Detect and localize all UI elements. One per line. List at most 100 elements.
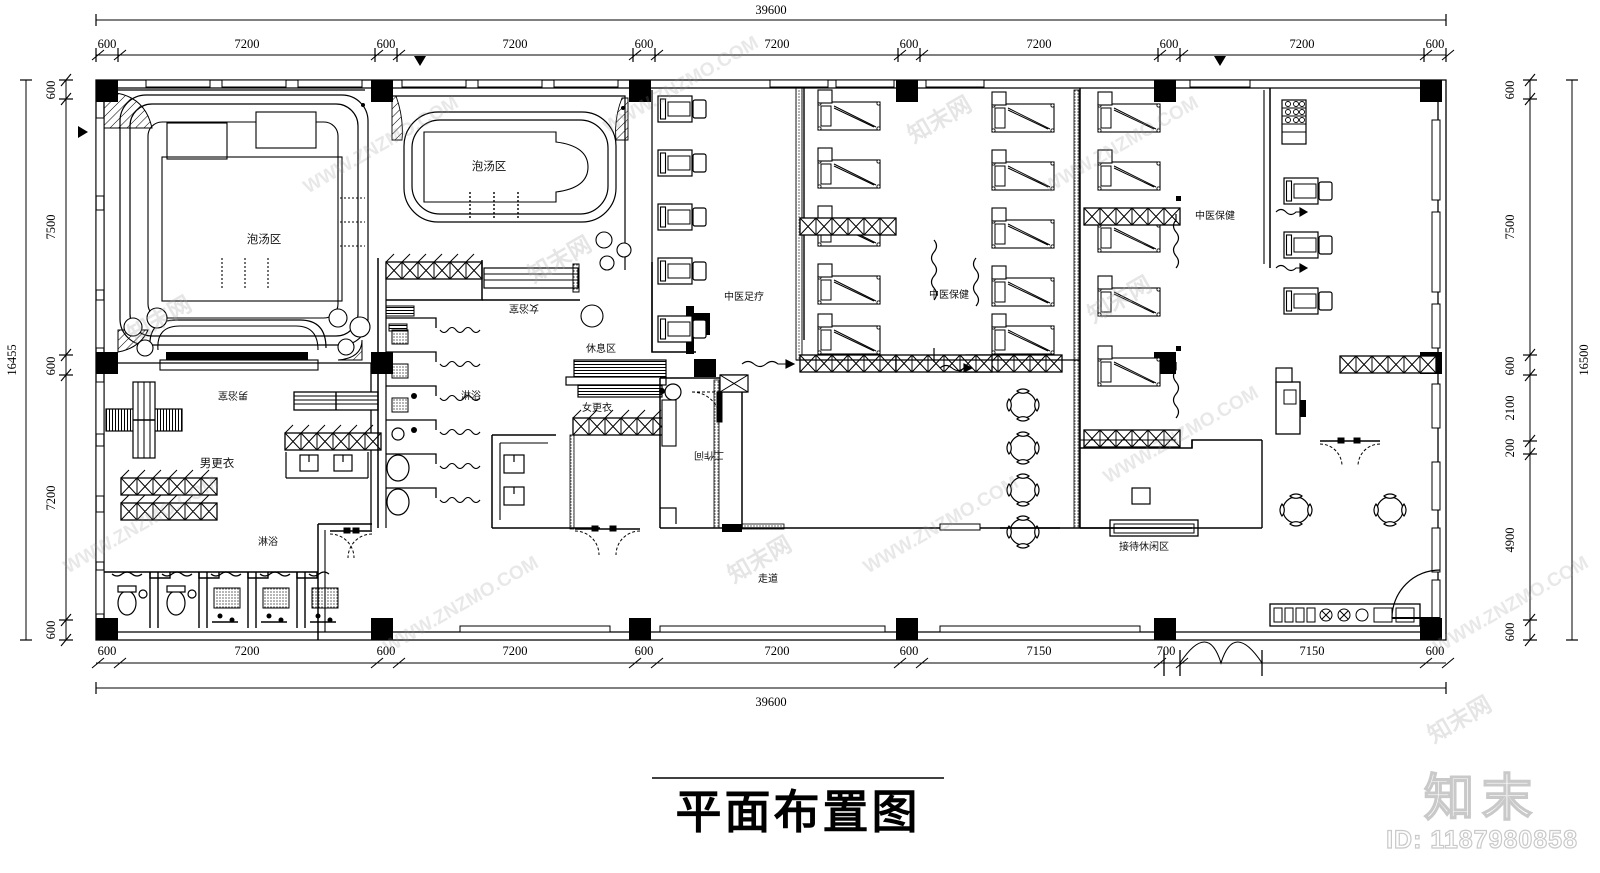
curtain-track-right [1172,214,1180,419]
room-label-tcm-foot: 中医足疗 [724,290,764,303]
dim-bottom-4: 600 [635,644,654,658]
room-label-soak-2: 泡汤区 [472,159,507,173]
shower-partition-curtains [439,326,481,504]
dim-left-0: 600 [44,81,58,100]
room-label-shower-1: 淋浴 [461,389,481,402]
zone-soak-pool-right [391,95,632,328]
dimension-text-right: 600 7500 600 2100 200 4900 600 16500 [1503,81,1591,642]
door-swing-workroom [691,391,723,423]
partition-dividers [111,571,330,577]
dimension-left-overall [20,79,32,641]
room-label-corridor: 走道 [758,572,778,585]
room-label-women-change: 女更衣 [582,401,612,414]
dimension-text-left: 600 7500 600 7200 600 16455 [5,81,58,640]
dim-top-7: 7200 [1027,37,1052,51]
dim-top-8: 600 [1160,37,1179,51]
dim-left-4: 600 [44,621,58,640]
zone-right-chairs [1263,88,1437,467]
room-label-women-bath: 女浴室 [509,302,539,315]
dim-right-6: 600 [1503,623,1517,642]
dim-bottom-9: 7150 [1300,644,1325,658]
dim-bottom-6: 600 [900,644,919,658]
overall-width-bottom: 39600 [755,695,786,709]
dim-right-0: 600 [1503,81,1517,100]
room-label-reception-lounge: 接待休闲区 [1119,540,1169,553]
dim-bottom-1: 7200 [235,644,260,658]
dimension-top-overall [95,14,1447,26]
drawing-title: 平面布置图 [676,785,921,839]
room-label-men-bath: 男浴室 [218,389,248,402]
dim-top-1: 7200 [235,37,260,51]
dimension-bottom-chain [91,641,1455,676]
dim-top-4: 600 [635,37,654,51]
dim-right-5: 4900 [1503,528,1517,553]
room-labels: 泡汤区 泡汤区 男浴室 男更衣 淋浴 淋浴 女浴室 休息区 女更衣 工作间 中医… [200,159,1235,585]
dimension-bottom-overall [95,682,1447,694]
zone-tcm-beds-right [1073,88,1262,529]
dim-top-5: 7200 [765,37,790,51]
curtain-track [930,239,980,362]
dim-bottom-0: 600 [98,644,117,658]
top-window-band [145,79,1251,88]
room-label-tcm-care-1: 中医保健 [929,288,969,301]
left-window-band [95,117,105,615]
zone-men-bath [104,362,382,530]
right-window-band [1431,119,1441,619]
double-door-swing [329,527,373,559]
dim-bottom-5: 7200 [765,644,790,658]
dimension-text-top: 600 7200 600 7200 600 7200 600 7200 600 … [98,37,1445,51]
dim-bottom-3: 7200 [503,644,528,658]
dimension-left-chain [59,73,88,647]
room-label-workroom: 工作间 [694,449,724,462]
door-swing-women [574,525,641,556]
room-label-rest-area: 休息区 [586,342,616,355]
dim-left-3: 7200 [44,486,58,511]
dim-top-3: 7200 [503,37,528,51]
dimension-right-overall [1566,79,1578,641]
dim-bottom-8: 700 [1157,644,1176,658]
dimension-top-chain [91,48,1455,66]
dimension-text-bottom-overall: 39600 [755,695,786,709]
room-label-soak-1: 泡汤区 [247,232,282,246]
overall-width-top: 39600 [755,3,786,17]
zone-reception-lounge [1006,388,1441,627]
zone-foot-massage-chairs [651,90,707,352]
dim-top-2: 600 [377,37,396,51]
dimension-text-top-overall: 39600 [755,3,786,17]
dim-right-4: 200 [1503,439,1517,458]
arrow-marker-right [1275,207,1309,273]
zone-tcm-beds-center [741,87,1080,373]
corridor-wall-detail [741,440,1193,531]
bottom-window-band [459,625,1141,633]
entrance-door [1391,569,1441,619]
lounge-divider [1080,440,1263,529]
overall-height-right: 16500 [1577,344,1591,375]
room-label-shower-2: 淋浴 [258,535,278,548]
overall-height-left: 16455 [5,344,19,375]
dim-right-3: 2100 [1503,396,1517,421]
dim-right-2: 600 [1503,357,1517,376]
room-label-men-change: 男更衣 [200,456,235,470]
dim-bottom-2: 600 [377,644,396,658]
dimension-right-chain [1523,73,1537,647]
room-label-tcm-care-2: 中医保健 [1195,209,1235,222]
arrow-marker [741,359,974,373]
dim-top-6: 600 [900,37,919,51]
dim-top-9: 7200 [1290,37,1315,51]
zone-soak-pool-left [103,89,371,371]
dim-right-1: 7500 [1503,215,1517,240]
dim-top-10: 600 [1426,37,1445,51]
zone-toilets-showers [104,523,373,640]
zone-shower-row [377,253,580,528]
dim-left-1: 7500 [44,215,58,240]
dim-bottom-7: 7150 [1027,644,1052,658]
door-swing-right [1319,437,1381,467]
dim-bottom-10: 600 [1426,644,1445,658]
basin-fixtures [386,393,417,516]
dim-left-2: 600 [44,357,58,376]
zone-women-change [491,262,696,556]
shower-fixture [213,587,339,609]
dim-top-0: 600 [98,37,117,51]
